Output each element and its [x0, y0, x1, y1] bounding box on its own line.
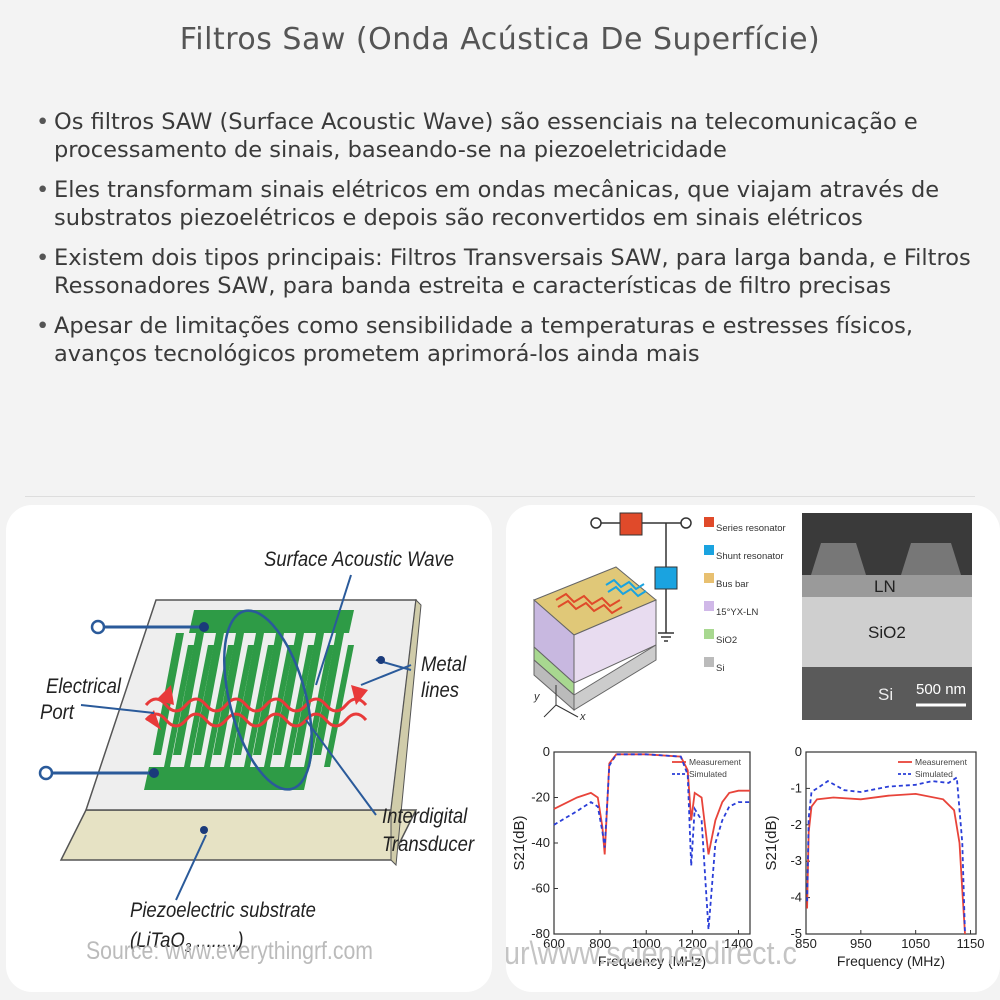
y-axis-label: S21(dB) — [763, 815, 780, 870]
label-transducer: Transducer — [382, 833, 475, 856]
chart1-plot: 600 800 1000 1200 1400 0 -20 -40 -60 -80Frequency… — [511, 744, 753, 969]
y-tick-label: -4 — [790, 890, 802, 905]
x-axis-label: Frequency (MHz) — [837, 953, 945, 969]
transducer-highlight — [222, 609, 314, 791]
label-material: (LiTaO3 ........) — [130, 929, 244, 956]
label-lines: lines — [421, 679, 460, 702]
saw-diagram-panel: Surface Acoustic Wave Electrical Port Me… — [6, 505, 492, 992]
label-interdigital: Interdigital — [382, 805, 468, 828]
label-port: Port — [40, 701, 74, 724]
bus-bar-bottom — [144, 767, 309, 790]
sem-label-sio2: SiO2 — [868, 623, 906, 642]
x-tick-label: 1400 — [724, 936, 753, 951]
legend-label: Simulated — [915, 769, 953, 779]
y-tick-label: -2 — [790, 817, 802, 832]
source-credit: Source: www.everythingrf.com — [86, 937, 373, 965]
legend-shunt-resonator: Shunt resonator — [716, 551, 784, 562]
wave-arrow-right — [351, 685, 368, 705]
substrate-front — [59, 809, 418, 861]
x-tick-label: 1000 — [632, 936, 661, 951]
fingers-bottom — [164, 645, 354, 767]
svg-text:y: y — [533, 691, 541, 703]
series-line-measurement — [806, 792, 966, 935]
legend-bus-bar: Bus bar — [716, 579, 749, 590]
page-title: Filtros Saw (Onda Acústica De Superfície… — [179, 22, 821, 57]
y-tick-label: -40 — [531, 835, 550, 850]
bullet-list: Os filtros SAW (Surface Acoustic Wave) s… — [34, 108, 984, 380]
x-tick-label: 1200 — [678, 936, 707, 951]
wave-upper — [144, 697, 368, 713]
y-tick-label: -5 — [790, 926, 802, 941]
legend-label: Measurement — [915, 757, 968, 767]
x-tick-label: 950 — [850, 936, 872, 951]
resonator-legend: Series resonator Shunt resonator Bus bar… — [716, 515, 786, 683]
port-terminal-bottom — [38, 765, 54, 781]
wave-lower — [144, 712, 368, 728]
y-tick-label: -80 — [531, 926, 550, 941]
bullet-item: Eles transformam sinais elétricos em ond… — [34, 176, 984, 232]
legend-sio2: SiO2 — [716, 635, 738, 646]
sem-scale-bar: 500 nm — [916, 681, 967, 698]
label-metal: Metal — [421, 653, 467, 676]
port-terminal-top — [90, 619, 106, 635]
wave-arrow-left — [156, 685, 174, 705]
bullet-item: Existem dois tipos principais: Filtros T… — [34, 244, 984, 300]
y-tick-label: -1 — [790, 780, 802, 795]
plot-frame — [805, 751, 977, 935]
source-credit-right: ur\www.sciencedirect.c — [506, 935, 797, 971]
y-tick-label: -60 — [531, 881, 550, 896]
y-tick-label: 0 — [795, 744, 802, 759]
x-tick-label: 1150 — [957, 936, 985, 951]
x-tick-label: 800 — [589, 936, 611, 951]
x-tick-label: 600 — [543, 936, 565, 951]
divider — [25, 496, 975, 497]
bus-bar-top — [189, 610, 354, 633]
bullet-item: Os filtros SAW (Surface Acoustic Wave) s… — [34, 108, 984, 164]
series-line-simulated — [553, 753, 750, 930]
legend-ln: 15°YX-LN — [716, 607, 759, 618]
s21-chart-left: 600 800 1000 1200 1400 0 -20 -40 -60 -80Frequency… — [511, 744, 753, 969]
y-tick-label: -20 — [531, 790, 550, 805]
legend-label: Measurement — [689, 757, 742, 767]
label-substrate: Piezoelectric substrate — [130, 899, 316, 922]
x-axis-label: Frequency (MHz) — [598, 953, 706, 969]
y-tick-label: -3 — [790, 853, 802, 868]
y-axis-label: S21(dB) — [511, 815, 528, 870]
sem-label-ln: LN — [874, 577, 896, 596]
label-surface-wave: Surface Acoustic Wave — [264, 548, 455, 571]
plot-frame — [553, 751, 751, 935]
x-tick-label: 850 — [795, 936, 817, 951]
label-electrical: Electrical — [46, 675, 121, 698]
series-line-simulated — [806, 775, 966, 935]
legend-si: Si — [716, 663, 725, 674]
saw-device-illustration — [38, 574, 422, 901]
legend-label: Simulated — [689, 769, 727, 779]
sem-label-si: Si — [878, 685, 894, 704]
x-tick-label: 1050 — [901, 936, 930, 951]
legend-series-resonator: Series resonator — [716, 523, 786, 534]
bullet-item: Apesar de limitações como sensibilidade … — [34, 312, 984, 368]
svg-text:x: x — [579, 711, 586, 723]
y-tick-label: 0 — [543, 744, 550, 759]
